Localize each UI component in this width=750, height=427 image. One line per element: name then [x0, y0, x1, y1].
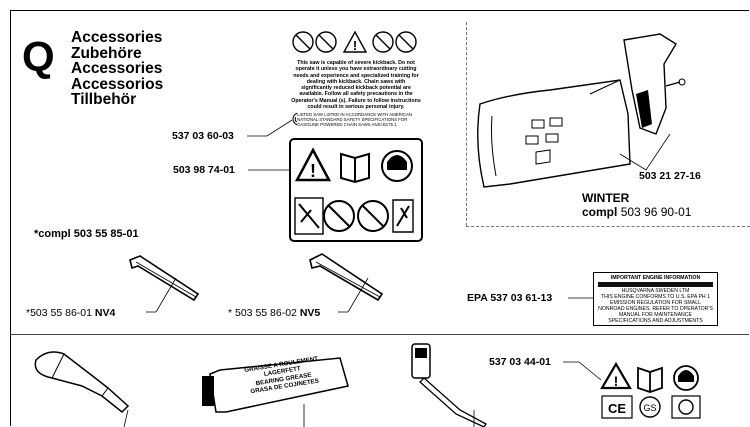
- winter-plate-part-number: 503 21 27-16: [639, 170, 701, 182]
- leader-line: [338, 277, 369, 313]
- page-frame: [10, 10, 749, 426]
- ul-mark-icon: UL: [292, 113, 298, 126]
- hex-key-nv5-label: * 503 55 86-02 NV5: [228, 307, 320, 319]
- section-titles: Accessories Zubehöre Accessories Accesso…: [71, 30, 163, 108]
- bottom-divider: [10, 334, 749, 335]
- epa-label-line1: HUSQVARNA SWEDEN LTM: [621, 288, 690, 294]
- epa-label-bar: [598, 282, 713, 287]
- leader-line: [563, 361, 602, 381]
- hex-key-nv4-size: NV4: [94, 307, 116, 319]
- kickback-label-part-number: 537 03 60-03: [172, 130, 234, 142]
- safety-label-part-number: 503 98 74-01: [173, 164, 235, 176]
- hex-key-nv4-number: *503 55 86-01: [26, 307, 92, 319]
- bar-nose-tool-drawing: [34, 351, 130, 427]
- hex-key-nv4-label: *503 55 86-01 NV4: [26, 307, 115, 319]
- winter-kit-compl-number: 503 96 90-01: [620, 205, 692, 219]
- gs-mark: GS: [643, 403, 656, 413]
- ce-gs-decal: ! CE GS: [600, 361, 701, 419]
- winter-kit-title: WINTER: [582, 191, 630, 205]
- leader-line: [248, 169, 290, 171]
- hex-key-nv5-drawing: [309, 253, 384, 302]
- title-en: Accessories: [71, 29, 163, 46]
- title-sv: Tillbehör: [71, 91, 137, 108]
- section-letter: Q: [22, 33, 55, 80]
- epa-label-line6: SPECIFICATIONS AND ADJUSTMENTS: [608, 318, 703, 324]
- epa-engine-label: IMPORTANT ENGINE INFORMATION HUSQVARNA S…: [593, 272, 718, 326]
- svg-text:!: !: [353, 38, 357, 53]
- ul-listing-text: LISTED SAW LISTED IN ACCORDANCE WITH AME…: [297, 112, 412, 128]
- ce-mark: CE: [608, 401, 626, 416]
- winter-kit-divider-vertical: [466, 22, 467, 226]
- compl-label: compl: [582, 205, 618, 219]
- kickback-warning-label: ! This saw is capable of severe kickback…: [291, 29, 421, 155]
- epa-label-line3: EMISSION REGULATION FOR SMALL: [610, 300, 701, 306]
- epa-label-part-number: EPA 537 03 61-13: [467, 292, 553, 304]
- epa-label-line5: MANUAL FOR MAINTENANCE: [618, 312, 692, 318]
- label-pictograms: !: [292, 30, 417, 53]
- winter-kit-caption: WINTER compl 503 96 90-01: [582, 191, 691, 219]
- svg-text:!: !: [310, 161, 316, 181]
- title-es: Accessorios: [71, 75, 164, 93]
- svg-text:!: !: [614, 373, 619, 389]
- hex-key-nv4-drawing: [129, 255, 200, 302]
- leader-line: [247, 119, 293, 137]
- winter-kit-compl: compl 503 96 90-01: [582, 205, 691, 219]
- title-de: Zubehöre: [71, 44, 142, 62]
- hex-key-nv5-number: * 503 55 86-02: [228, 307, 297, 319]
- epa-label-line2: THIS ENGINE CONFORMS TO U.S. EPA PH 1: [601, 294, 710, 300]
- grease-tube-drawing: [202, 357, 349, 427]
- leader-line: [146, 277, 177, 313]
- epa-label-header: IMPORTANT ENGINE INFORMATION: [610, 275, 701, 281]
- winter-kit-drawing: [477, 33, 686, 188]
- safety-pictogram-label: !: [289, 138, 423, 242]
- decal-part-number: 537 03 44-01: [489, 356, 551, 368]
- combination-spanner-drawing: [411, 343, 487, 427]
- hex-key-nv5-size: NV5: [299, 307, 321, 319]
- ul-listing: UL LISTED SAW LISTED IN ACCORDANCE WITH …: [291, 112, 421, 127]
- title-fr: Accessories: [71, 60, 163, 77]
- winter-kit-divider-horizontal: [466, 226, 750, 227]
- kickback-warning-text: This saw is capable of severe kickback. …: [291, 60, 421, 111]
- leader-line: [568, 297, 594, 299]
- svg-text:UL: UL: [294, 117, 297, 124]
- epa-label-line4: NONROAD ENGINES. REFER TO OPERATOR'S: [598, 306, 713, 312]
- tool-set-label: *compl 503 55 85-01: [34, 228, 139, 240]
